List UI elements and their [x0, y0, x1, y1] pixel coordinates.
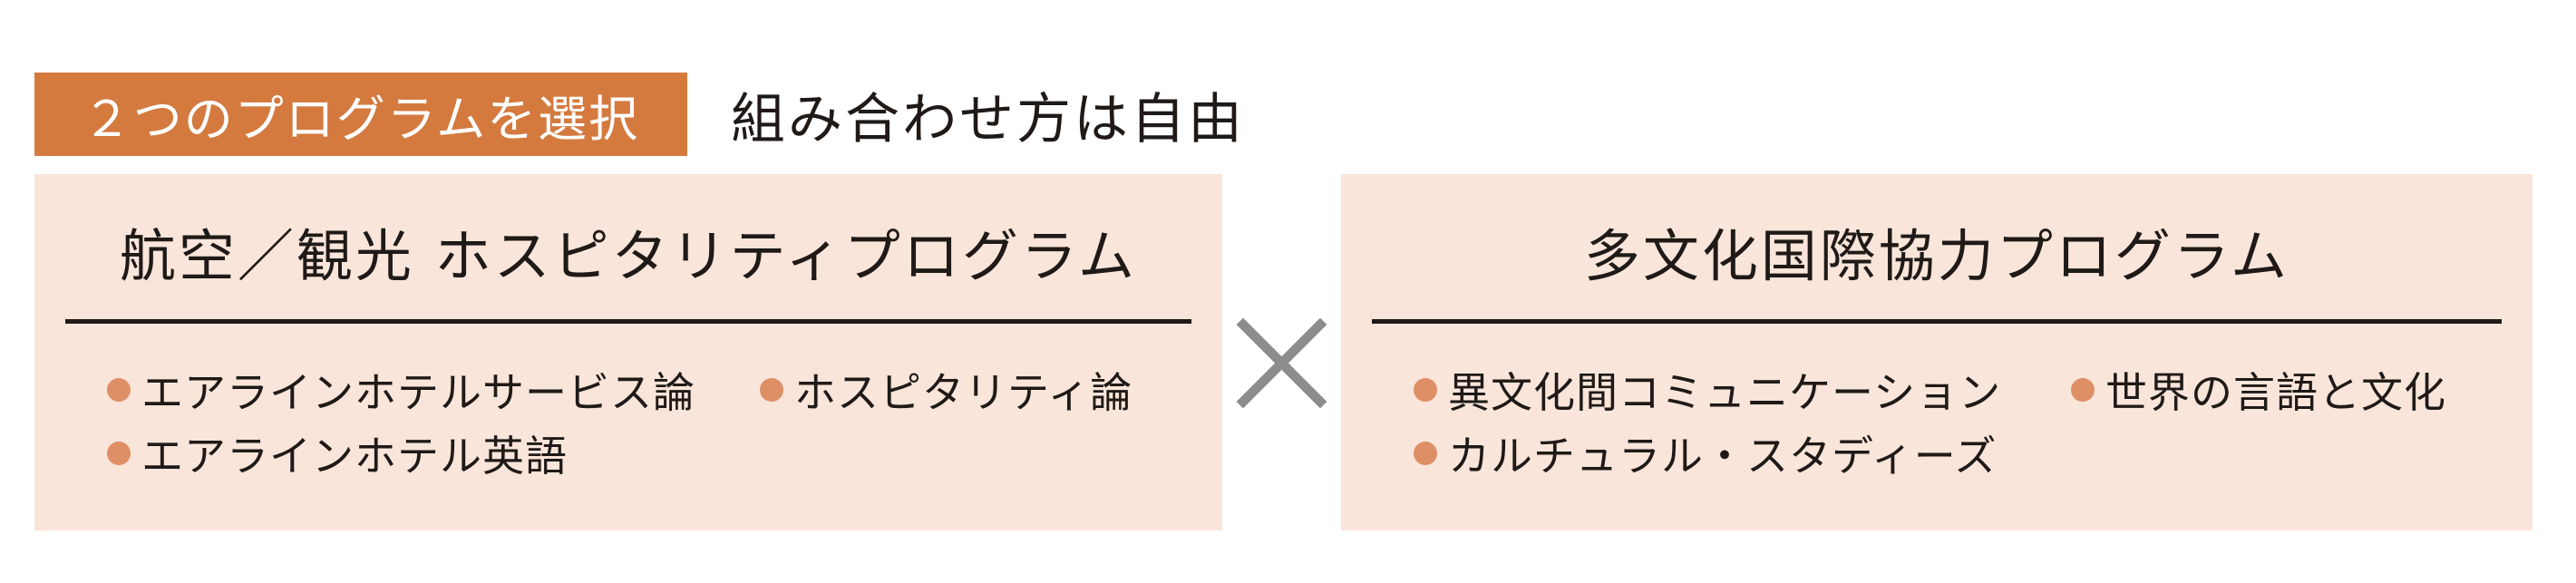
- course-item: カルチュラル・スタディーズ: [1414, 423, 1997, 483]
- course-item: 異文化間コミュニケーション: [1414, 360, 2001, 420]
- course-item: エアラインホテルサービス論: [107, 360, 695, 420]
- times-icon: [1236, 317, 1327, 409]
- course-label: 世界の言語と文化: [2105, 368, 2446, 417]
- course-item: ホスピタリティ論: [760, 360, 1132, 420]
- course-item: エアラインホテル英語: [107, 423, 568, 483]
- bullet-dot-icon: [760, 378, 783, 402]
- header: ２つのプログラムを選択 組み合わせ方は自由: [34, 73, 1245, 156]
- bullet-dot-icon: [1414, 442, 1437, 465]
- program-title-multicultural: 多文化国際協力プログラム: [1583, 223, 2290, 289]
- course-label: 異文化間コミュニケーション: [1448, 368, 2002, 417]
- bullet-dot-icon: [1414, 378, 1437, 402]
- program-panel-multicultural: 多文化国際協力プログラム 異文化間コミュニケーション 世界の言語と文化 カルチュ…: [1341, 174, 2532, 530]
- bullet-dot-icon: [2071, 378, 2095, 402]
- title-divider: [1372, 319, 2502, 324]
- select-two-programs-badge: ２つのプログラムを選択: [34, 73, 687, 156]
- course-label: エアラインホテルサービス論: [141, 368, 695, 417]
- program-title-hospitality: 航空／観光 ホスピタリティプログラム: [119, 223, 1138, 289]
- course-label: カルチュラル・スタディーズ: [1448, 432, 1998, 481]
- course-item: 世界の言語と文化: [2071, 360, 2446, 420]
- bullet-dot-icon: [107, 442, 131, 465]
- bullet-dot-icon: [107, 378, 131, 402]
- program-panel-hospitality: 航空／観光 ホスピタリティプログラム エアラインホテルサービス論 ホスピタリティ…: [34, 174, 1222, 530]
- header-subtitle: 組み合わせ方は自由: [731, 87, 1245, 151]
- course-label: ホスピタリティ論: [794, 368, 1133, 417]
- course-label: エアラインホテル英語: [141, 432, 568, 481]
- title-divider: [65, 319, 1191, 324]
